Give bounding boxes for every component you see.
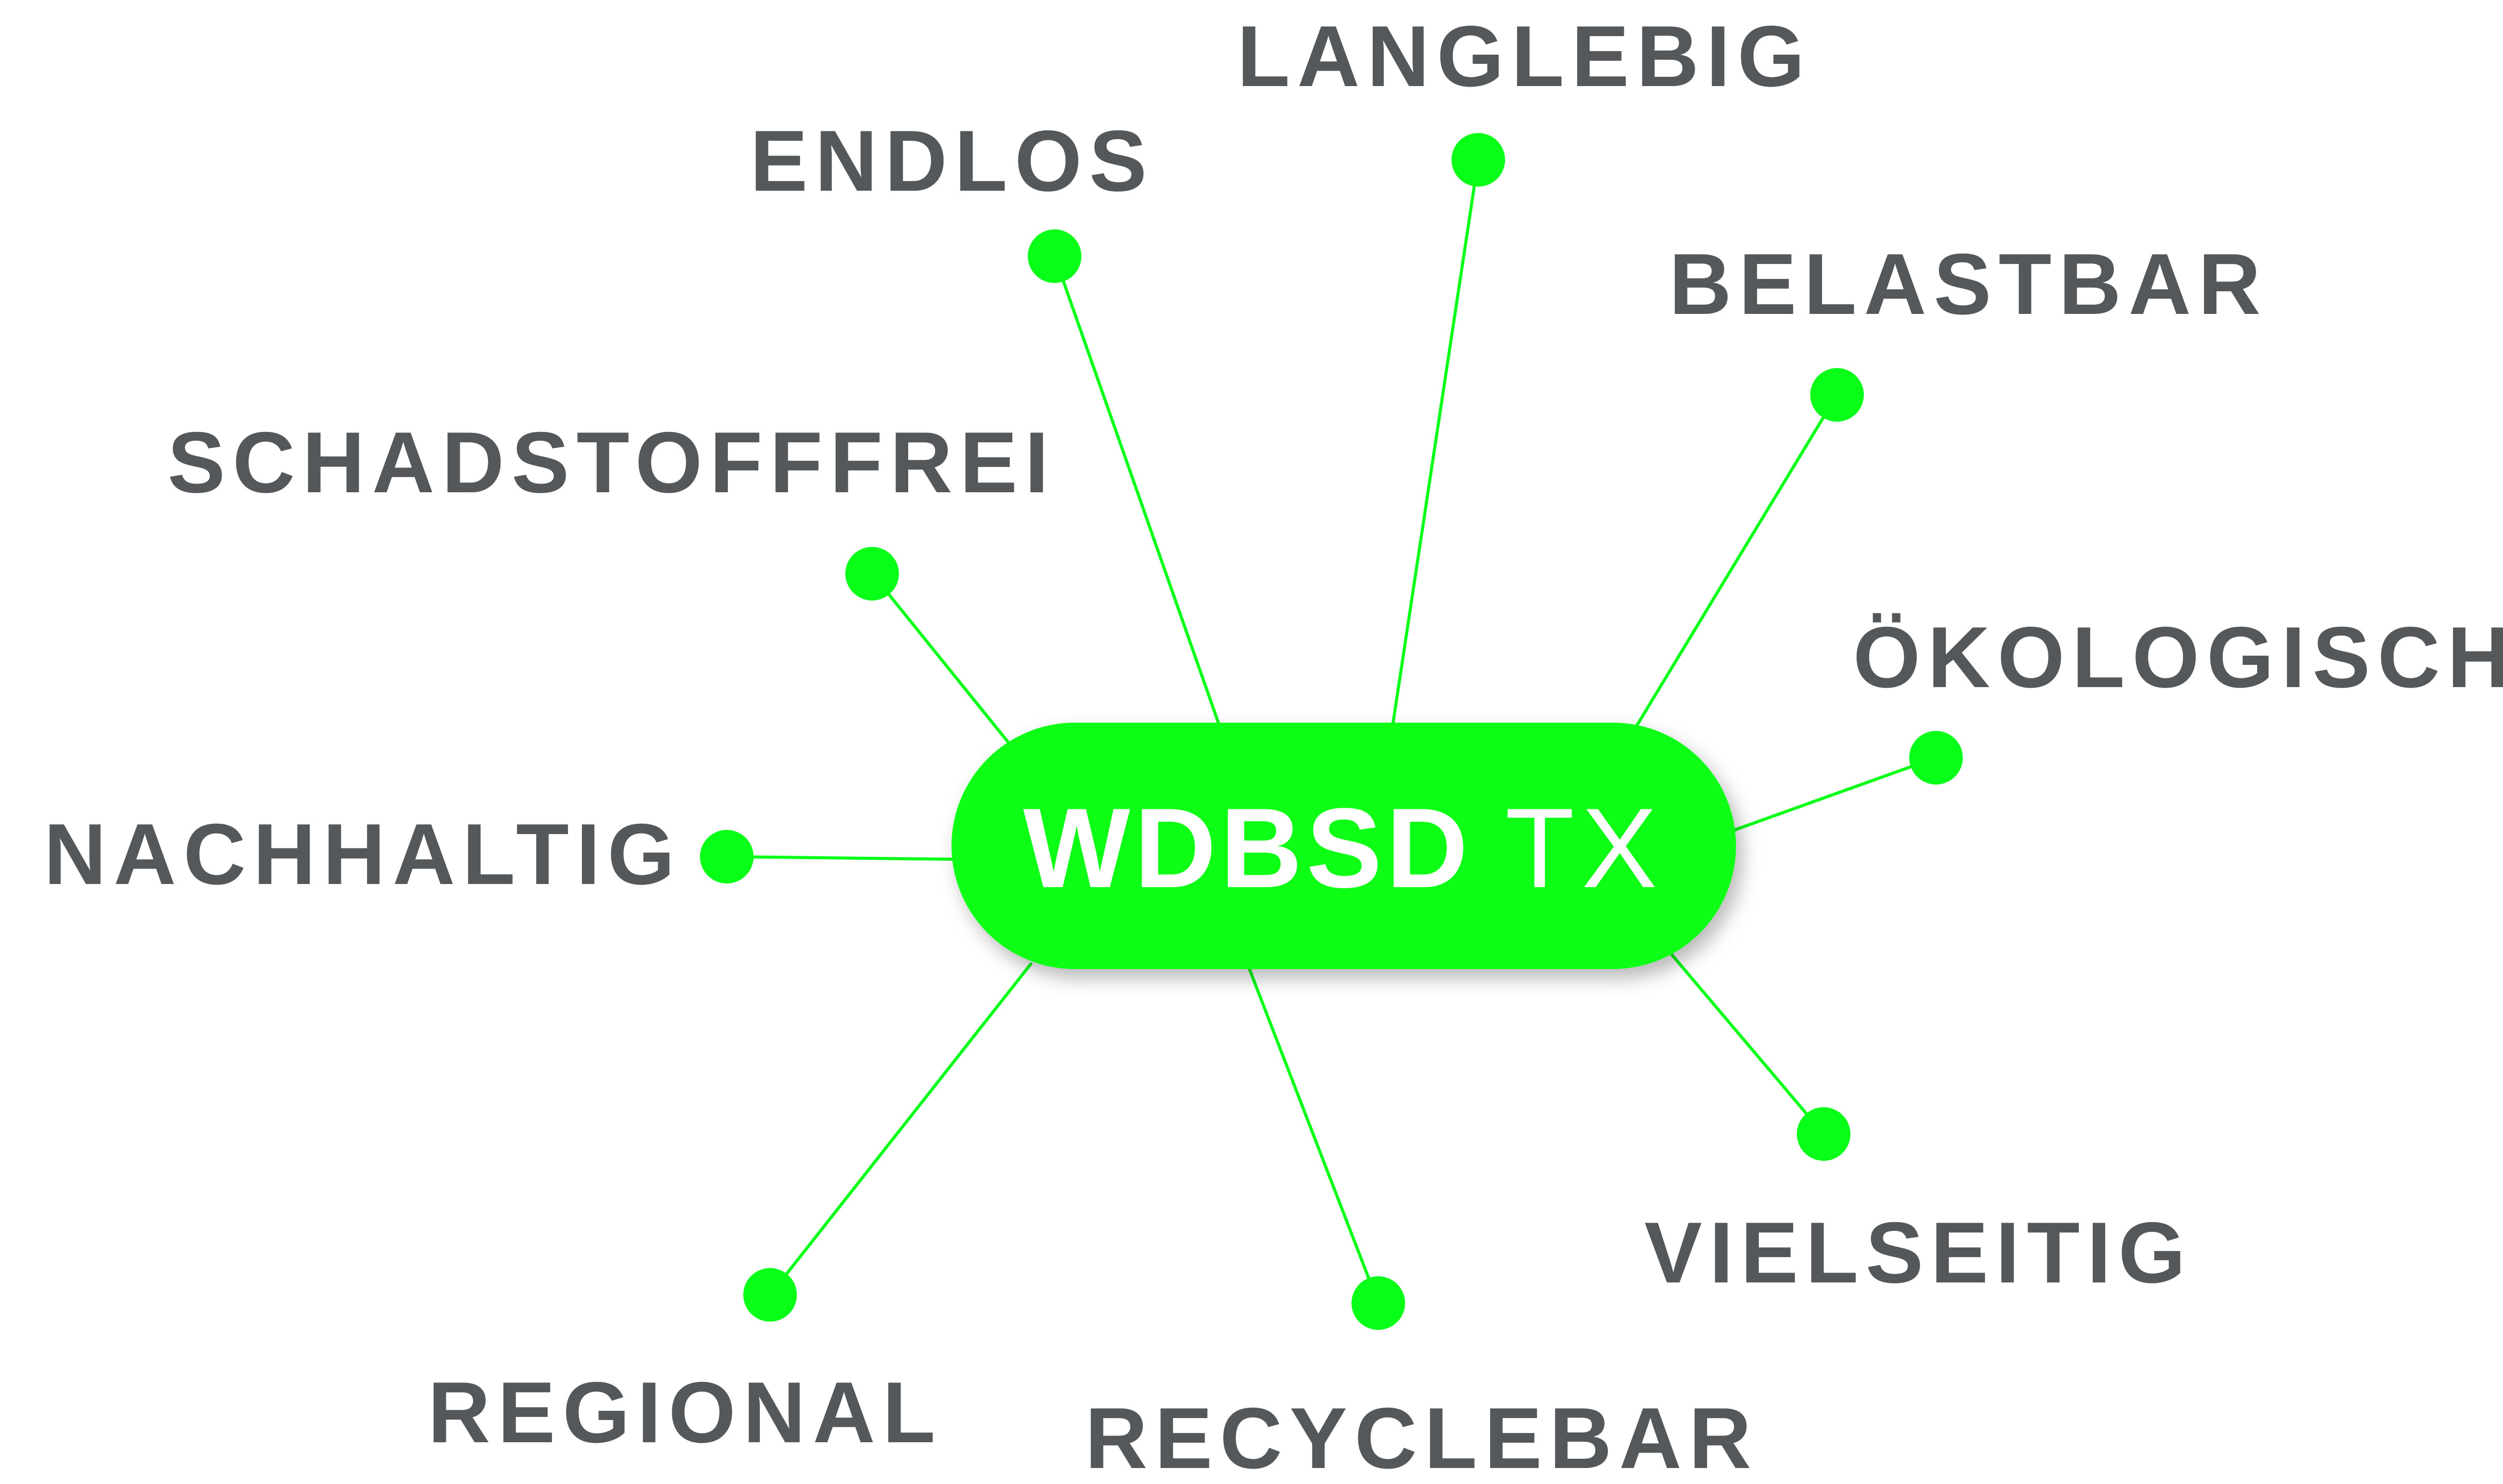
connector-oekologisch bbox=[1730, 756, 1938, 832]
label-belastbar: BELASTBAR bbox=[1669, 236, 2268, 332]
node-labels: LANGLEBIG ENDLOS BELASTBAR SCHADSTOFFFRE… bbox=[44, 8, 2503, 1484]
label-vielseitig: VIELSEITIG bbox=[1644, 1204, 2193, 1301]
label-oekologisch: ÖKOLOGISCH bbox=[1853, 609, 2503, 706]
dot-langlebig bbox=[1451, 133, 1505, 187]
dot-recyclebar bbox=[1351, 1276, 1405, 1330]
connector-nachhaltig bbox=[725, 855, 955, 861]
label-regional: REGIONAL bbox=[428, 1364, 943, 1461]
label-nachhaltig: NACHHALTIG bbox=[44, 806, 682, 903]
hub-title: WDBSD TX bbox=[1023, 785, 1664, 911]
connector-schadstofffrei bbox=[871, 572, 1010, 744]
dot-endlos bbox=[1028, 229, 1081, 283]
hub-node: WDBSD TX bbox=[952, 723, 1736, 969]
dot-regional bbox=[743, 1268, 797, 1322]
connector-belastbar bbox=[1631, 393, 1839, 733]
dot-nachhaltig bbox=[700, 830, 754, 883]
connector-endlos bbox=[1053, 255, 1223, 733]
label-schadstofffrei: SCHADSTOFFFREI bbox=[168, 414, 1056, 511]
label-recyclebar: RECYCLEBAR bbox=[1085, 1390, 1759, 1484]
connector-recyclebar bbox=[1248, 968, 1380, 1305]
hub-title-bold: WDBSD bbox=[1023, 785, 1472, 911]
connector-regional bbox=[769, 962, 1032, 1296]
dot-vielseitig bbox=[1797, 1107, 1850, 1161]
dot-belastbar bbox=[1810, 368, 1864, 422]
connector-langlebig bbox=[1390, 158, 1480, 733]
dot-schadstofffrei bbox=[845, 547, 899, 601]
connector-vielseitig bbox=[1668, 951, 1825, 1136]
hub-title-light: TX bbox=[1505, 785, 1664, 911]
label-endlos: ENDLOS bbox=[750, 112, 1154, 209]
label-langlebig: LANGLEBIG bbox=[1237, 8, 1812, 105]
connector-lines bbox=[725, 158, 1938, 1305]
dot-oekologisch bbox=[1909, 731, 1963, 785]
hub-pill bbox=[952, 723, 1736, 969]
endpoint-dots bbox=[700, 133, 1963, 1330]
